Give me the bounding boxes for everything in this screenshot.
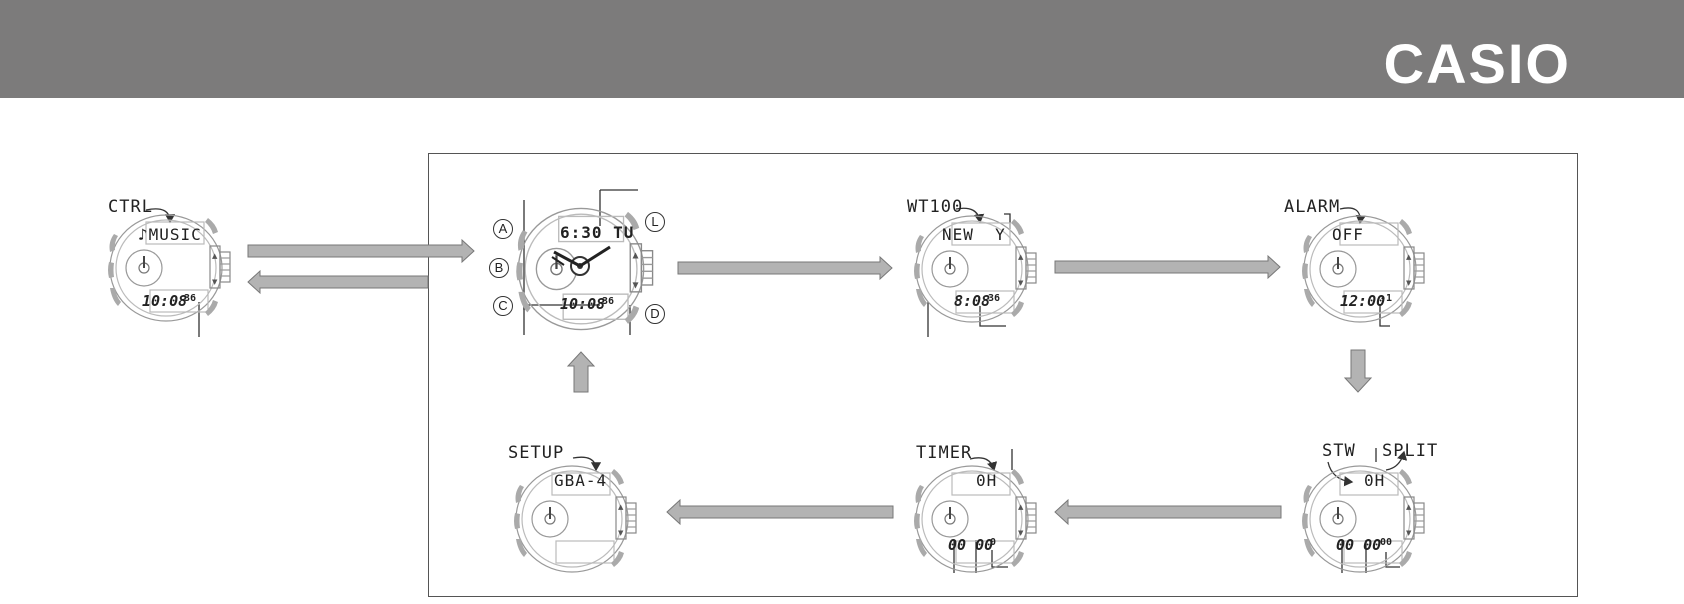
- wt-lower-seconds: 36: [988, 294, 1000, 304]
- svg-text:▼: ▼: [1018, 529, 1024, 537]
- time-upper-display: 6:30 TU: [560, 225, 634, 241]
- time-lower-time: 10:08: [560, 297, 605, 312]
- setup-upper-display: GBA-4: [554, 473, 607, 489]
- alarm-upper-display: OFF: [1332, 227, 1364, 243]
- svg-text:▲: ▲: [1018, 503, 1024, 511]
- arrow-time-to-wt: [678, 257, 892, 279]
- timer-title: TIMER: [916, 445, 972, 462]
- svg-text:▲: ▲: [212, 252, 218, 260]
- timer-lower-time: 00 00: [948, 538, 993, 553]
- button-b-label: B: [489, 258, 509, 278]
- arrow-setup-to-time: [568, 352, 594, 392]
- wt-title: WT100: [907, 199, 963, 216]
- button-l-label: L: [645, 212, 665, 232]
- ctrl-upper-display: ♪MUSIC: [138, 227, 202, 243]
- arrow-alarm-to-stw: [1345, 350, 1371, 392]
- wt-upper-display: NEW Y: [942, 227, 1006, 243]
- button-a-label: A: [493, 219, 513, 239]
- svg-text:▲: ▲: [618, 503, 624, 511]
- svg-text:▼: ▼: [1018, 279, 1024, 287]
- svg-text:▼: ▼: [618, 529, 624, 537]
- ctrl-lower-seconds: 36: [184, 294, 196, 304]
- alarm-lower-seconds: -1: [1380, 294, 1392, 304]
- ctrl-lower-time: 10:08: [142, 294, 187, 309]
- arrow-ctrl-to-time: [248, 240, 474, 262]
- svg-text:▼: ▼: [1406, 529, 1412, 537]
- arrow-time-to-ctrl: [248, 271, 428, 293]
- button-c-label: C: [493, 296, 513, 316]
- svg-text:▲: ▲: [1018, 253, 1024, 261]
- button-d-label: D: [645, 304, 665, 324]
- stw-upper-display: 0H: [1364, 473, 1385, 489]
- svg-text:▼: ▼: [212, 278, 218, 286]
- svg-text:▲: ▲: [1406, 253, 1412, 261]
- alarm-lower-time: 12:00: [1340, 294, 1385, 309]
- stw-lower-hundredths: 00: [1380, 538, 1392, 548]
- arrow-wt-to-alarm: [1055, 256, 1280, 278]
- svg-text:▼: ▼: [1406, 279, 1412, 287]
- alarm-title: ALARM: [1284, 199, 1340, 216]
- stw-split-label: SPLIT: [1382, 443, 1438, 460]
- arrow-timer-to-setup: [667, 500, 893, 524]
- time-lower-seconds: 36: [602, 297, 614, 307]
- setup-title: SETUP: [508, 445, 564, 462]
- timer-lower-seconds: 0: [990, 538, 996, 548]
- wt-lower-time: 8:08: [954, 294, 990, 309]
- timer-upper-display: 0H: [976, 473, 997, 489]
- arrow-stw-to-timer: [1055, 500, 1281, 524]
- stw-title: STW: [1322, 443, 1356, 460]
- stw-lower-time: 00 00: [1336, 538, 1381, 553]
- ctrl-title: CTRL: [108, 199, 153, 216]
- svg-text:▲: ▲: [1406, 503, 1412, 511]
